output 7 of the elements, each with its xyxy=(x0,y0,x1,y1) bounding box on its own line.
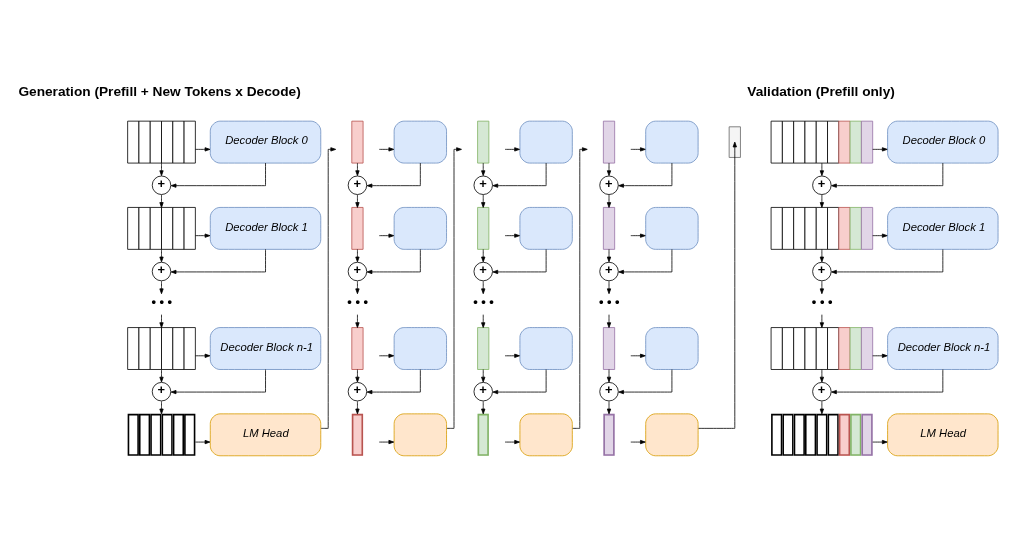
node-text: • • • xyxy=(151,294,173,310)
label: Generation (Prefill + New Tokens x Decode) xyxy=(18,84,301,100)
label: Validation (Prefill only) xyxy=(747,84,895,100)
node-text: • • • xyxy=(473,294,494,310)
node-text: • • • xyxy=(811,294,833,310)
node-text: • • • xyxy=(598,294,620,310)
node-text: • • • xyxy=(347,294,369,310)
